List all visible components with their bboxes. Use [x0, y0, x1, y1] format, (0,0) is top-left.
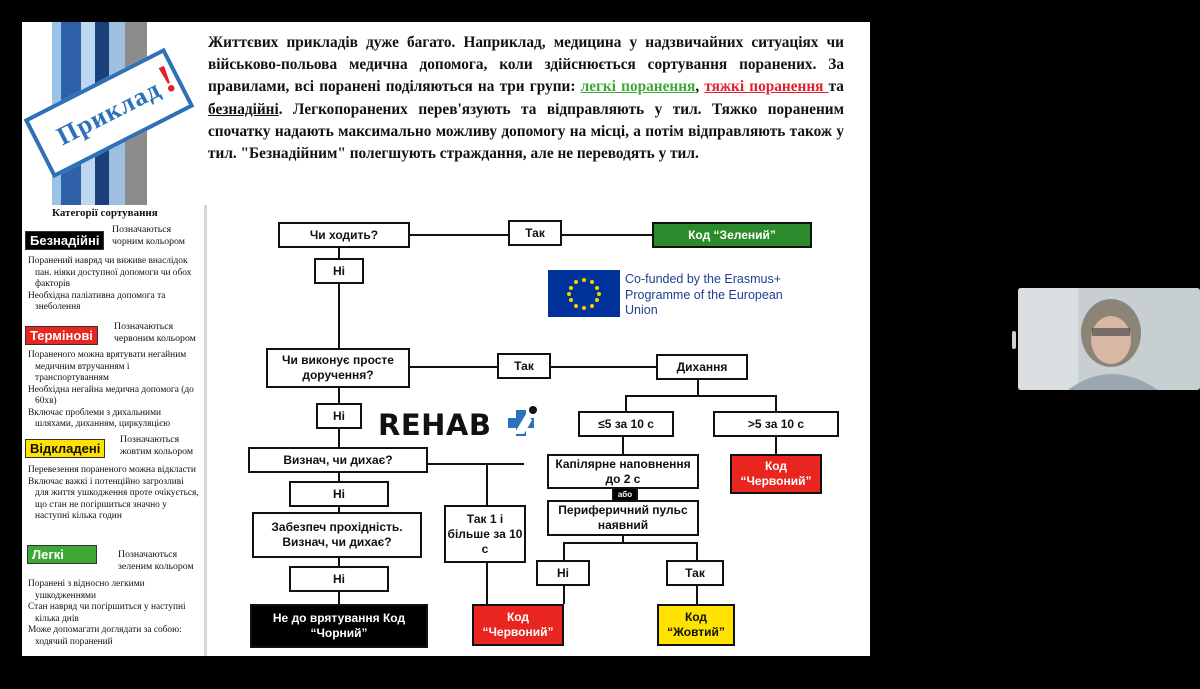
- no-label: Ні: [316, 403, 362, 429]
- panel-resize-handle[interactable]: [1012, 331, 1016, 349]
- yes-breathing-rate-box: Так 1 і більше за 10 с: [444, 505, 526, 563]
- hopeless-link: безнадійні: [208, 100, 279, 118]
- no-label: Ні: [289, 566, 389, 592]
- intro-paragraph: Життєвих прикладів дуже багато. Наприкла…: [208, 34, 844, 163]
- severe-wounds-link: тяжкі поранення: [704, 78, 829, 96]
- category-note: Позначаються жовтим кольором: [120, 434, 194, 457]
- category-urgent: Термінові: [25, 326, 98, 345]
- airway-box: Забезпеч прохідність. Визнач, чи дихає?: [252, 512, 422, 558]
- light-wounds-link: легкі поранення: [580, 78, 696, 96]
- rehab-person-icon: [508, 406, 538, 436]
- webcam-video-tile[interactable]: [1018, 288, 1200, 390]
- category-light: Легкі: [27, 545, 97, 564]
- panel-title: Категорії сортування: [52, 207, 158, 219]
- yes-label: Так: [666, 560, 724, 586]
- triage-categories-panel: Категорії сортування Безнадійні Позначаю…: [22, 205, 207, 656]
- yellow-code-box: Код “Жовтий”: [657, 604, 735, 646]
- yes-label: Так: [497, 353, 551, 379]
- walks-question: Чи ходить?: [278, 222, 410, 248]
- category-note: Позначаються червоним кольором: [114, 321, 196, 344]
- eu-cofunded-text: Co-funded by the Erasmus+ Programme of t…: [625, 272, 783, 317]
- category-bullets: Перевезення пораненого можна відкласти В…: [28, 465, 199, 521]
- category-bullets: Пораненого можна врятувати негайним меди…: [28, 350, 194, 429]
- no-label: Ні: [314, 258, 364, 284]
- category-bullets: Поранені з відносно легкими ушкодженнями…: [28, 579, 186, 647]
- category-bullets: Поранений навряд чи виживе внаслідок пан…: [28, 256, 192, 312]
- capillary-box: Капілярне наповнення до 2 с: [547, 454, 699, 489]
- no-label: Ні: [289, 481, 389, 507]
- category-note: Позначаються зеленим кольором: [118, 549, 194, 572]
- participant-video: [1018, 288, 1200, 390]
- no-label: Ні: [536, 560, 590, 586]
- breathing-box: Дихання: [656, 354, 748, 380]
- category-delayed: Відкладені: [25, 439, 106, 458]
- rehab-logo: REHAB: [378, 404, 542, 442]
- red-code-box: Код “Червоний”: [730, 454, 822, 494]
- category-note: Позначаються чорним кольором: [112, 224, 185, 247]
- green-code-box: Код “Зелений”: [652, 222, 812, 248]
- determine-breathing-box: Визнач, чи дихає?: [248, 447, 428, 473]
- eu-flag-logo: [548, 270, 620, 317]
- pulse-box: Периферичний пульс наявний: [547, 500, 699, 536]
- yes-label: Так: [508, 220, 562, 246]
- le5-box: ≤5 за 10 с: [578, 411, 674, 437]
- red-code-box: Код “Червоний”: [472, 604, 564, 646]
- black-code-box: Не до врятування Код “Чорний”: [250, 604, 428, 648]
- category-hopeless: Безнадійні: [25, 231, 105, 250]
- simple-task-question: Чи виконує просте доручення?: [266, 348, 410, 388]
- gt5-box: >5 за 10 с: [713, 411, 839, 437]
